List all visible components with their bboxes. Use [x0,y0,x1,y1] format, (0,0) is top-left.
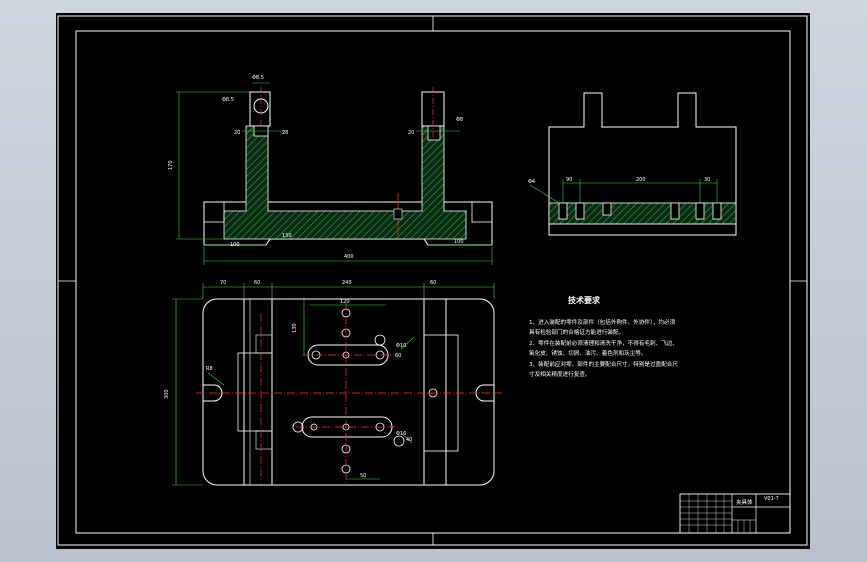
dim-front-2: Φ8.5 [222,97,234,103]
dim-top-4: 60 [430,280,436,286]
cad-drawing: Φ8.5 Φ8.5 28 20 Φ8 20 170 400 100 100 13… [57,15,808,546]
dim-front-5: Φ8 [456,117,463,123]
dim-front-7: 170 [168,160,174,170]
dim-top-9: 300 [164,389,170,399]
dim-top-5: 120 [340,299,350,305]
front-section-view: Φ8.5 Φ8.5 28 20 Φ8 20 170 400 100 100 13… [168,75,493,265]
note-line-3: 2、零件在装配前必须清理和清洗干净，不得有毛刺、飞边、 [529,339,678,347]
note-line-4: 氧化皮、锈蚀、切屑、油污、着色剂和灰尘等。 [529,349,646,357]
dim-front-11: 130 [282,233,292,239]
dim-top-7: Φ10 [396,343,406,349]
technical-requirements: 技术要求 1、进入装配的零件及部件（包括外购件、外协件），均必须 具有检验部门的… [529,295,678,378]
dim-top-10: 50 [360,473,366,479]
dim-side-2: 90 [566,177,572,183]
title-block: 夹具体 V01-7 [679,493,791,534]
drawing-viewport[interactable]: Φ8.5 Φ8.5 28 20 Φ8 20 170 400 100 100 13… [56,13,810,549]
dim-top-3: 240 [342,280,352,286]
dim-side-1: Φ4 [528,179,535,185]
part-name: 夹具体 [736,498,753,506]
dim-top-2: 60 [254,280,260,286]
dim-front-3: 28 [282,130,288,136]
dim-side-4: 30 [704,177,710,183]
note-line-1: 1、进入装配的零件及部件（包括外购件、外协件），均必须 [529,318,676,326]
dim-front-8: 400 [344,254,354,260]
sheet-border [57,15,808,546]
top-view: 70 60 240 60 120 130 Φ10 60 300 50 40 Φ1… [164,280,502,486]
dim-top-12: Φ16 [396,431,406,437]
dim-front-4: 20 [234,130,240,136]
dim-front-10: 100 [454,239,464,245]
dim-front-1: Φ8.5 [252,75,264,81]
dim-top-6: 130 [292,323,298,333]
dim-top-11: 40 [406,437,412,443]
note-line-5: 3、装配前应对零、部件的主要配合尺寸，特别是过盈配合尺 [529,360,678,368]
drawing-code: V01-7 [764,496,779,502]
dim-front-6: 20 [408,130,414,136]
dim-top-1: 70 [220,280,226,286]
dim-top-8: 60 [395,353,401,359]
notes-title: 技术要求 [568,295,601,305]
dim-top-13: R8 [206,366,213,372]
dim-side-3: 200 [636,177,646,183]
dim-front-9: 100 [230,242,240,248]
note-line-2: 具有检验部门的合格证方能进行装配。 [529,328,624,336]
note-line-6: 寸及相关精度进行复查。 [529,370,591,378]
side-view: Φ4 90 200 30 [528,92,737,236]
